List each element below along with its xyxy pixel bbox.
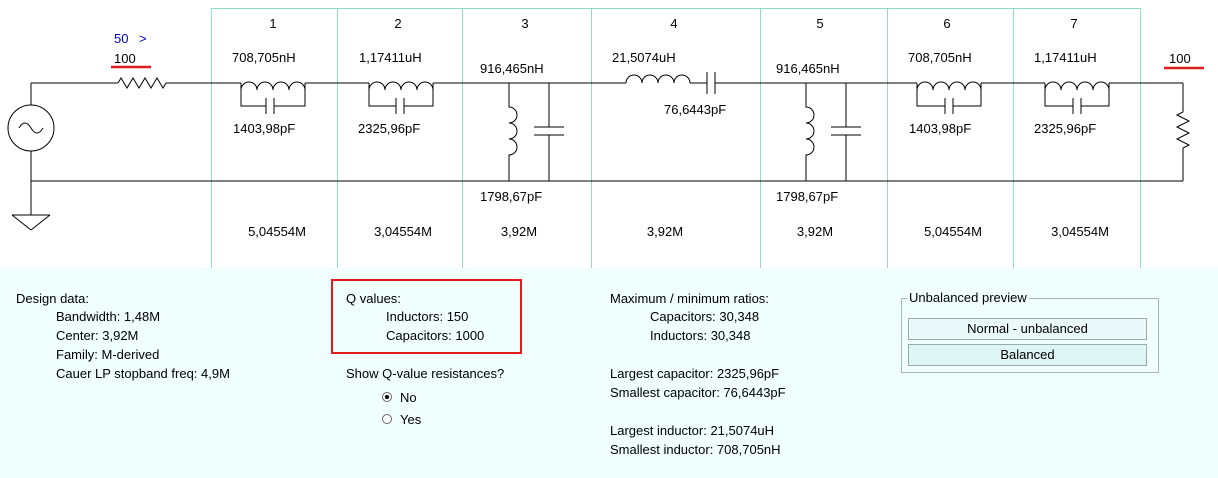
inductor-value: 708,705nH xyxy=(908,50,972,65)
inductor-1-icon xyxy=(240,81,306,98)
inductor-value: 708,705nH xyxy=(232,50,296,65)
capacitor-4-icon xyxy=(706,72,716,94)
design-data-title: Design data: xyxy=(16,291,89,306)
balanced-button[interactable]: Balanced xyxy=(908,344,1147,366)
section-frequency: 3,92M xyxy=(647,224,683,239)
capacitor-value: 1403,98pF xyxy=(233,121,295,136)
inductor-value: 1,17411uH xyxy=(359,50,422,65)
capacitor-3-icon xyxy=(534,83,564,181)
circuit-wiring xyxy=(7,72,1191,231)
source-arrow: > xyxy=(139,31,147,46)
ratio-capacitors: Capacitors: 30,348 xyxy=(650,309,760,324)
section-frequency: 3,04554M xyxy=(1051,224,1109,239)
filter-schematic: 50 > 100 100 1 2 3 4 5 6 7 708,705nH 1,1… xyxy=(7,8,1204,268)
radio-yes-label[interactable]: Yes xyxy=(400,412,422,427)
section-number: 4 xyxy=(670,16,677,31)
section-frequency: 5,04554M xyxy=(924,224,982,239)
capacitor-value: 76,6443pF xyxy=(664,102,726,117)
load-resistor-icon xyxy=(1175,83,1191,181)
section-number: 1 xyxy=(269,16,276,31)
radio-yes[interactable] xyxy=(382,414,392,424)
capacitor-2-icon xyxy=(368,90,434,114)
schematic-background xyxy=(0,0,1218,268)
section-number: 5 xyxy=(816,16,823,31)
capacitor-7-icon xyxy=(1044,90,1110,114)
source-resistance-value: 100 xyxy=(114,51,136,66)
q-resistances-question: Show Q-value resistances? xyxy=(346,366,505,381)
capacitor-value: 2325,96pF xyxy=(1034,121,1096,136)
capacitor-value: 1798,67pF xyxy=(480,189,542,204)
inductor-value: 21,5074uH xyxy=(612,50,676,65)
radio-no-label[interactable]: No xyxy=(400,390,417,405)
q-values-title: Q values: xyxy=(346,291,401,306)
ratio-inductors: Inductors: 30,348 xyxy=(650,328,751,343)
section-frequency: 3,92M xyxy=(501,224,537,239)
inductor-7-icon xyxy=(1044,81,1110,98)
inductor-5-icon xyxy=(805,83,815,181)
section-frequency: 3,92M xyxy=(797,224,833,239)
capacitor-value: 2325,96pF xyxy=(358,121,420,136)
capacitor-1-icon xyxy=(240,90,306,114)
largest-inductor: Largest inductor: 21,5074uH xyxy=(610,423,775,438)
inductor-value: 1,17411uH xyxy=(1034,50,1097,65)
capacitor-6-icon xyxy=(916,90,982,114)
capacitor-value: 1403,98pF xyxy=(909,121,971,136)
unbalanced-preview-group xyxy=(901,298,1159,373)
section-number: 6 xyxy=(943,16,950,31)
smallest-capacitor: Smallest capacitor: 76,6443pF xyxy=(610,385,786,400)
design-bandwidth: Bandwidth: 1,48M xyxy=(56,309,161,324)
design-stopband: Cauer LP stopband freq: 4,9M xyxy=(56,366,230,381)
inductor-2-icon xyxy=(368,81,434,98)
capacitor-value: 1798,67pF xyxy=(776,189,838,204)
capacitor-5-icon xyxy=(831,83,861,181)
section-frequency: 3,04554M xyxy=(374,224,432,239)
unbalanced-preview-legend: Unbalanced preview xyxy=(907,290,1029,306)
largest-capacitor: Largest capacitor: 2325,96pF xyxy=(610,366,780,381)
inductor-value: 916,465nH xyxy=(776,61,840,76)
design-center: Center: 3,92M xyxy=(56,328,139,343)
normal-unbalanced-button[interactable]: Normal - unbalanced xyxy=(908,318,1147,340)
q-inductors[interactable]: Inductors: 150 xyxy=(386,309,469,324)
q-capacitors[interactable]: Capacitors: 1000 xyxy=(386,328,485,343)
inductor-6-icon xyxy=(916,81,982,98)
source-impedance-label: 50 xyxy=(114,31,128,46)
section-grid xyxy=(211,8,1141,268)
load-resistance-value: 100 xyxy=(1169,51,1191,66)
q-values-highlight xyxy=(331,279,522,354)
design-family: Family: M-derived xyxy=(56,347,160,362)
smallest-inductor: Smallest inductor: 708,705nH xyxy=(610,442,781,457)
radio-no[interactable] xyxy=(382,392,392,402)
section-number: 2 xyxy=(394,16,401,31)
section-number: 3 xyxy=(521,16,528,31)
ratios-title: Maximum / minimum ratios: xyxy=(610,291,769,306)
inductor-value: 916,465nH xyxy=(480,61,544,76)
inductor-4-icon xyxy=(625,74,691,84)
section-number: 7 xyxy=(1070,16,1077,31)
section-frequency: 5,04554M xyxy=(248,224,306,239)
source-resistor-icon xyxy=(117,77,167,89)
inductor-3-icon xyxy=(508,83,518,181)
